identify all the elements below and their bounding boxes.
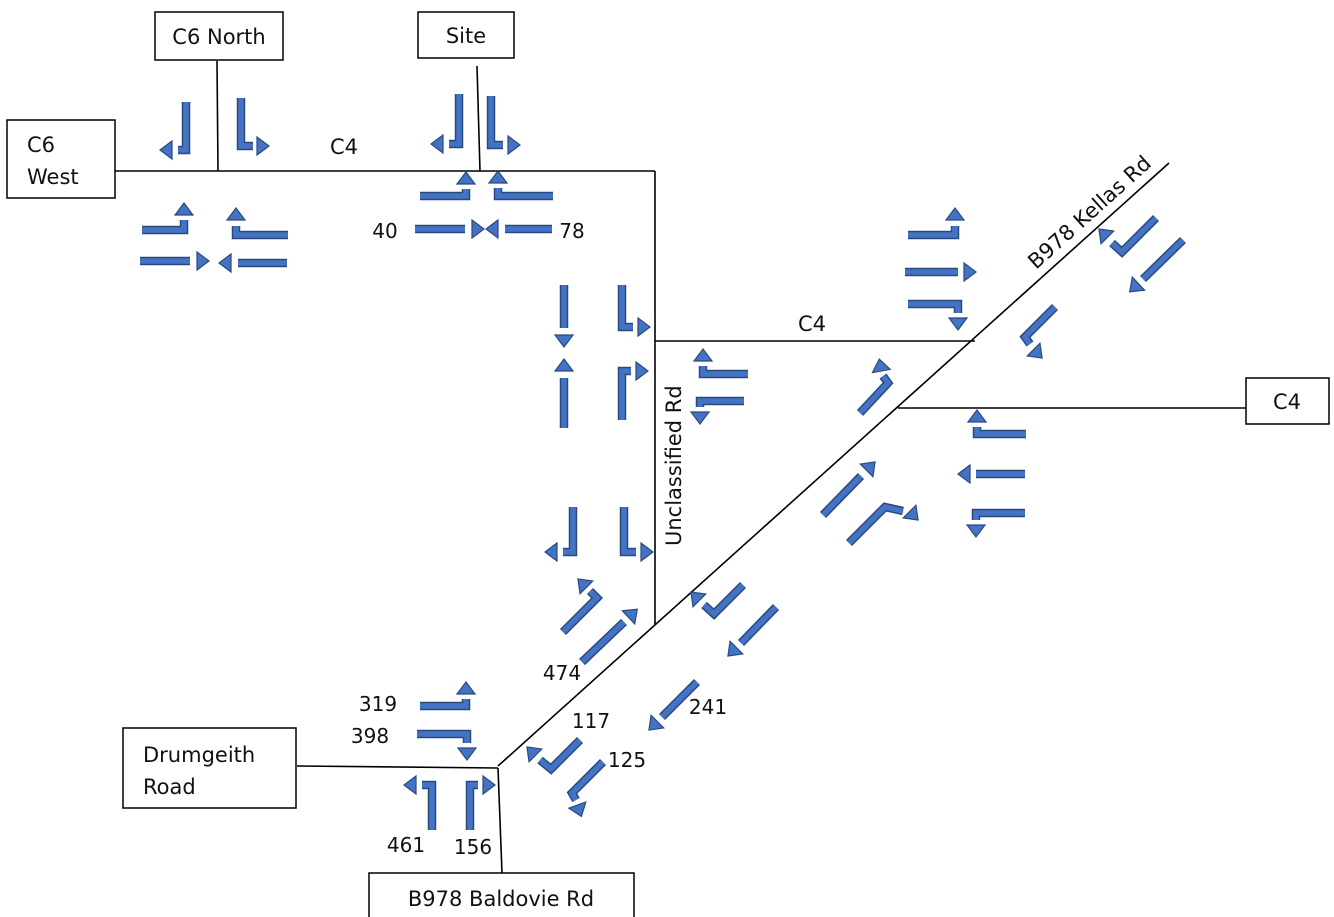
c6-west-label-line1: C6 (27, 133, 55, 157)
arrow-kellas-sb-mid (727, 604, 780, 657)
flow-count-baldovie-right: 156 (454, 835, 492, 859)
c6-north-label: C6 North (172, 25, 265, 49)
road-site-access (476, 65, 481, 172)
arrow-baldovie-left (403, 774, 437, 830)
arrow-kellas-sb-through (1128, 236, 1186, 293)
label-box-b978-baldovie: B978 Baldovie Rd (368, 872, 635, 917)
arrow-c4east-right (966, 409, 1026, 439)
drumgeith-label-line1: Drumgeith (143, 743, 255, 767)
arrow-unclass-nb-right (617, 360, 649, 420)
arrow-c6north-right (159, 102, 191, 161)
unclassified-rd-label: Unclassified Rd (662, 385, 686, 546)
flow-count-site-c4-through: 40 (372, 219, 397, 243)
flow-count-kellas-sb-left: 125 (608, 748, 646, 772)
arrow-site-right (430, 94, 464, 155)
flow-count-baldovie-left: 461 (387, 833, 425, 857)
drumgeith-label-line2: Road (143, 775, 196, 799)
arrow-c4mid-through (905, 261, 977, 283)
arrow-baldovie-right (465, 774, 496, 830)
c4-top-label: C4 (330, 135, 358, 159)
arrow-site-left (486, 96, 521, 156)
arrow-kellas-sb-count-left (566, 758, 607, 818)
arrow-kellas-sb-mid-right (690, 581, 747, 620)
arrow-drumgeith-right (417, 729, 478, 761)
arrow-c4e-through (485, 218, 552, 240)
arrow-kellas-sb-left (1019, 303, 1059, 359)
turning-movement-arrows (140, 94, 1186, 830)
arrow-kellas-nb-through (856, 358, 894, 416)
arrow-unclass-sb-through (553, 285, 575, 348)
b978-baldovie-label: B978 Baldovie Rd (408, 887, 594, 911)
arrow-unclass-sb2-left (619, 507, 654, 563)
label-box-site: Site (417, 11, 515, 59)
c4-east-label: C4 (1273, 390, 1301, 414)
arrow-c4w-through (415, 218, 485, 240)
arrow-unclass-ne-through (579, 608, 639, 666)
arrow-c4east-through (957, 463, 1025, 485)
arrow-c4mid-left (908, 207, 966, 240)
label-box-c4-east: C4 (1245, 377, 1330, 425)
arrow-kellas-nb-uturn (845, 502, 919, 547)
arrow-c4mid-to-south (689, 396, 744, 425)
arrow-unclass-nb-through (553, 358, 575, 428)
arrow-c4e-into-site (487, 170, 553, 201)
arrow-c4w-into-site (420, 171, 477, 201)
flow-count-drumgeith-right: 398 (351, 724, 389, 748)
arrow-unclass-ne-uturn (559, 578, 604, 636)
c4-mid-label: C4 (798, 312, 826, 336)
arrow-kellas-sb-count-right (526, 736, 584, 775)
arrow-kellas-sb-count-through (648, 678, 701, 731)
arrow-c4-to-c6west (218, 252, 287, 274)
flow-count-kellas-sb-right: 117 (572, 709, 610, 733)
label-box-c6-north: C6 North (154, 11, 284, 61)
arrow-drumgeith-left (420, 681, 477, 711)
arrow-unclass-sb-left (617, 285, 651, 338)
road-b978-baldovie (497, 767, 503, 874)
arrow-c4-to-c6north (225, 207, 288, 240)
flow-count-kellas-sb-through: 241 (689, 695, 727, 719)
road-c6-north (216, 60, 219, 172)
road-drumgeith (296, 765, 499, 769)
arrow-c6west-left (142, 202, 195, 235)
arrow-c4east-left (965, 508, 1025, 538)
arrow-kellas-sb-right (1098, 214, 1160, 258)
site-label: Site (446, 24, 486, 48)
arrow-unclass-sb2-right (544, 507, 578, 563)
road-b978-kellas (497, 162, 1170, 767)
arrow-c4mid-right (908, 299, 969, 331)
arrow-c6west-through (140, 250, 210, 272)
c6-west-label-line2: West (27, 165, 79, 189)
arrow-c4mid-to-north (692, 348, 748, 379)
label-box-c6-west: C6 West (6, 119, 116, 199)
arrow-c6north-left (236, 98, 270, 157)
flow-count-site-c4-west: 78 (559, 219, 584, 243)
road-network (115, 60, 1246, 874)
label-box-drumgeith: Drumgeith Road (122, 727, 297, 809)
arrow-kellas-nb-mid (819, 461, 876, 518)
flow-count-drumgeith-left: 319 (359, 692, 397, 716)
b978-kellas-label: B978 Kellas Rd (1023, 151, 1156, 274)
flow-count-unclassified-ne: 474 (543, 661, 581, 685)
